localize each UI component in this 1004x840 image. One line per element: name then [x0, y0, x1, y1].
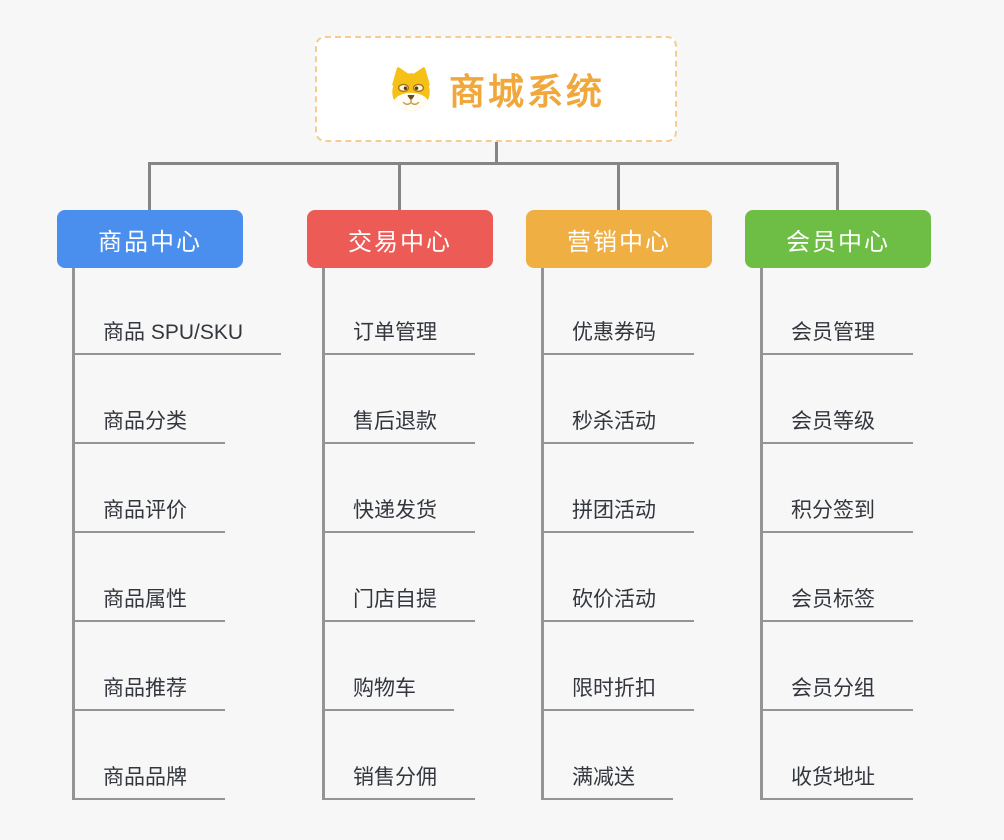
child-label: 收货地址: [763, 761, 913, 800]
child-node[interactable]: 商品品牌: [75, 711, 281, 800]
child-label: 售后退款: [325, 405, 475, 444]
branch-label: 会员中心: [786, 228, 890, 256]
child-label: 商品品牌: [75, 761, 225, 800]
child-node[interactable]: 门店自提: [325, 533, 475, 622]
child-node[interactable]: 售后退款: [325, 355, 475, 444]
child-label: 订单管理: [325, 316, 475, 355]
child-label: 会员等级: [763, 405, 913, 444]
child-label: 商品评价: [75, 494, 225, 533]
child-label: 快递发货: [325, 494, 475, 533]
child-node[interactable]: 会员标签: [763, 533, 913, 622]
connector-drop-marketing: [617, 162, 620, 210]
child-node[interactable]: 购物车: [325, 622, 475, 711]
root-title: 商城系统: [448, 71, 605, 112]
children-column-trade: 订单管理 售后退款 快递发货 门店自提 购物车 销售分佣: [322, 266, 475, 800]
child-node[interactable]: 限时折扣: [544, 622, 694, 711]
child-node[interactable]: 商品评价: [75, 444, 281, 533]
connector-drop-members: [836, 162, 839, 210]
child-node[interactable]: 拼团活动: [544, 444, 694, 533]
child-label: 限时折扣: [544, 672, 694, 711]
branch-header-marketing[interactable]: 营销中心: [526, 210, 712, 268]
branch-label: 营销中心: [567, 228, 671, 256]
child-label: 购物车: [325, 672, 454, 711]
child-label: 商品属性: [75, 583, 225, 622]
child-node[interactable]: 砍价活动: [544, 533, 694, 622]
child-node[interactable]: 满减送: [544, 711, 694, 800]
child-node[interactable]: 订单管理: [325, 266, 475, 355]
child-node[interactable]: 快递发货: [325, 444, 475, 533]
child-label: 满减送: [544, 761, 673, 800]
child-node[interactable]: 会员分组: [763, 622, 913, 711]
branch-label: 商品中心: [98, 228, 202, 256]
child-node[interactable]: 会员管理: [763, 266, 913, 355]
connector-drop-trade: [398, 162, 401, 210]
children-column-products: 商品 SPU/SKU 商品分类 商品评价 商品属性 商品推荐 商品品牌: [72, 266, 282, 800]
branch-label: 交易中心: [348, 228, 452, 256]
child-node[interactable]: 秒杀活动: [544, 355, 694, 444]
connector-drop-products: [148, 162, 151, 210]
child-label: 砍价活动: [544, 583, 694, 622]
child-node[interactable]: 商品属性: [75, 533, 281, 622]
child-label: 秒杀活动: [544, 405, 694, 444]
child-label: 积分签到: [763, 494, 913, 533]
children-column-marketing: 优惠券码 秒杀活动 拼团活动 砍价活动 限时折扣 满减送: [541, 266, 694, 800]
child-label: 会员管理: [763, 316, 913, 355]
child-label: 商品推荐: [75, 672, 225, 711]
child-node[interactable]: 商品推荐: [75, 622, 281, 711]
child-node[interactable]: 收货地址: [763, 711, 913, 800]
child-label: 销售分佣: [325, 761, 475, 800]
children-column-members: 会员管理 会员等级 积分签到 会员标签 会员分组 收货地址: [760, 266, 913, 800]
child-label: 拼团活动: [544, 494, 694, 533]
child-label: 门店自提: [325, 583, 475, 622]
child-node[interactable]: 商品分类: [75, 355, 281, 444]
shiba-dog-icon: [392, 67, 430, 111]
child-node[interactable]: 积分签到: [763, 444, 913, 533]
child-label: 会员标签: [763, 583, 913, 622]
branch-header-members[interactable]: 会员中心: [745, 210, 931, 268]
branch-header-products[interactable]: 商品中心: [57, 210, 243, 268]
child-node[interactable]: 优惠券码: [544, 266, 694, 355]
child-node[interactable]: 商品 SPU/SKU: [75, 266, 282, 355]
child-label: 会员分组: [763, 672, 913, 711]
child-node[interactable]: 会员等级: [763, 355, 913, 444]
child-label: 优惠券码: [544, 316, 694, 355]
root-node-mall-system[interactable]: 商城系统: [315, 36, 677, 142]
child-label: 商品 SPU/SKU: [75, 316, 282, 355]
child-label: 商品分类: [75, 405, 225, 444]
branch-header-trade[interactable]: 交易中心: [307, 210, 493, 268]
child-node[interactable]: 销售分佣: [325, 711, 475, 800]
connector-root-vertical: [495, 142, 498, 164]
connector-horizontal-rail: [148, 162, 839, 165]
